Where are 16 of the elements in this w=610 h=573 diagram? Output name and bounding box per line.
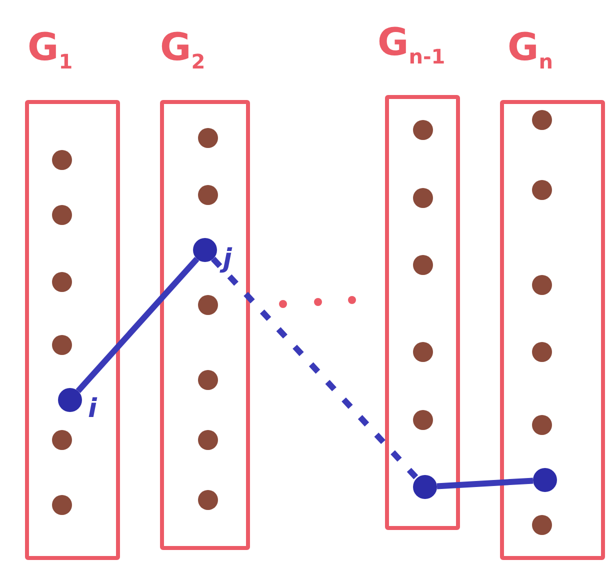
group-column — [385, 95, 460, 530]
edge-line — [436, 478, 534, 490]
vertex-dot — [533, 468, 557, 492]
group-label: G$_{n-1}$ — [378, 23, 446, 67]
vertex-dot — [58, 388, 82, 412]
group-column — [160, 100, 250, 550]
group-column — [500, 100, 605, 560]
group-label: G$_{1}$ — [28, 28, 73, 72]
group-column — [25, 100, 120, 560]
vertex-dot — [413, 475, 437, 499]
group-label: G$_{2}$ — [160, 28, 206, 72]
edge-line — [76, 256, 200, 394]
vertex-dot — [193, 238, 217, 262]
edge-line — [210, 256, 420, 480]
group-label: G$_{n}$ — [508, 28, 553, 72]
vertex-label: i — [88, 396, 97, 422]
